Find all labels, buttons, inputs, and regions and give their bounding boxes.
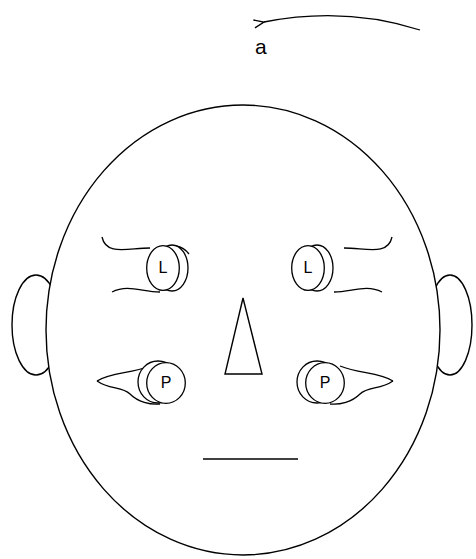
rotation-arrow bbox=[264, 16, 420, 30]
upper-left-lids bbox=[102, 237, 189, 292]
rotation-label: a bbox=[255, 36, 267, 57]
mouth bbox=[203, 458, 298, 459]
eye-letter: P bbox=[320, 375, 331, 391]
eyeball-circle: P bbox=[305, 362, 345, 404]
eye-letter: P bbox=[161, 375, 172, 391]
eyeball-circle: L bbox=[146, 245, 180, 291]
upper-right-lids bbox=[334, 237, 392, 292]
eyeball-circle: L bbox=[291, 245, 325, 291]
nose bbox=[225, 298, 262, 374]
eyeball-circle: P bbox=[146, 362, 186, 404]
eye-letter: L bbox=[159, 260, 168, 276]
eye-letter: L bbox=[304, 260, 313, 276]
head-outline bbox=[46, 105, 440, 555]
